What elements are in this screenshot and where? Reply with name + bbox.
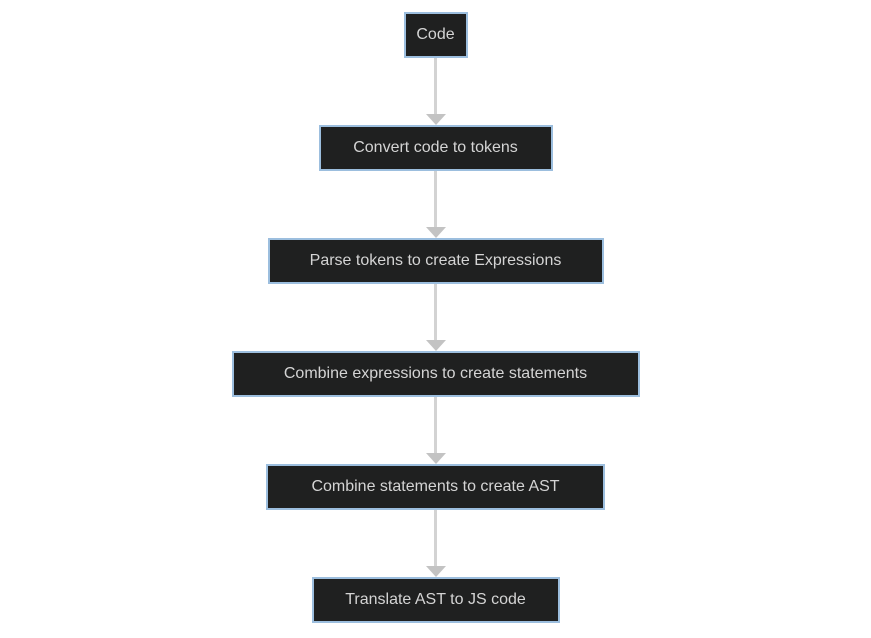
arrow-head xyxy=(425,453,446,464)
arrow-head xyxy=(425,227,446,238)
flow-arrow xyxy=(425,284,446,351)
node-label: Translate AST to JS code xyxy=(345,591,526,608)
arrow-line xyxy=(434,284,437,340)
flow-arrow xyxy=(425,510,446,577)
arrow-head xyxy=(425,340,446,351)
flowchart-node-convert-tokens: Convert code to tokens xyxy=(318,125,553,171)
node-label: Combine expressions to create statements xyxy=(283,365,588,382)
flowchart-node-combine-ast: Combine statements to create AST xyxy=(266,464,605,510)
arrow-line xyxy=(434,171,437,227)
arrow-line xyxy=(434,510,437,566)
node-label: Code xyxy=(416,26,455,43)
arrow-line xyxy=(434,397,437,453)
node-label: Convert code to tokens xyxy=(353,139,518,156)
flowchart-node-code: Code xyxy=(403,12,468,58)
node-label: Combine statements to create AST xyxy=(311,478,560,495)
node-label: Parse tokens to create Expressions xyxy=(309,252,562,269)
flow-arrow xyxy=(425,58,446,125)
flowchart-node-parse-expressions: Parse tokens to create Expressions xyxy=(267,238,604,284)
arrow-line xyxy=(434,58,437,114)
flowchart-node-translate-js: Translate AST to JS code xyxy=(311,577,560,623)
flowchart-node-combine-statements: Combine expressions to create statements xyxy=(231,351,640,397)
arrow-head xyxy=(425,114,446,125)
flow-arrow xyxy=(425,171,446,238)
flow-arrow xyxy=(425,397,446,464)
arrow-head xyxy=(425,566,446,577)
